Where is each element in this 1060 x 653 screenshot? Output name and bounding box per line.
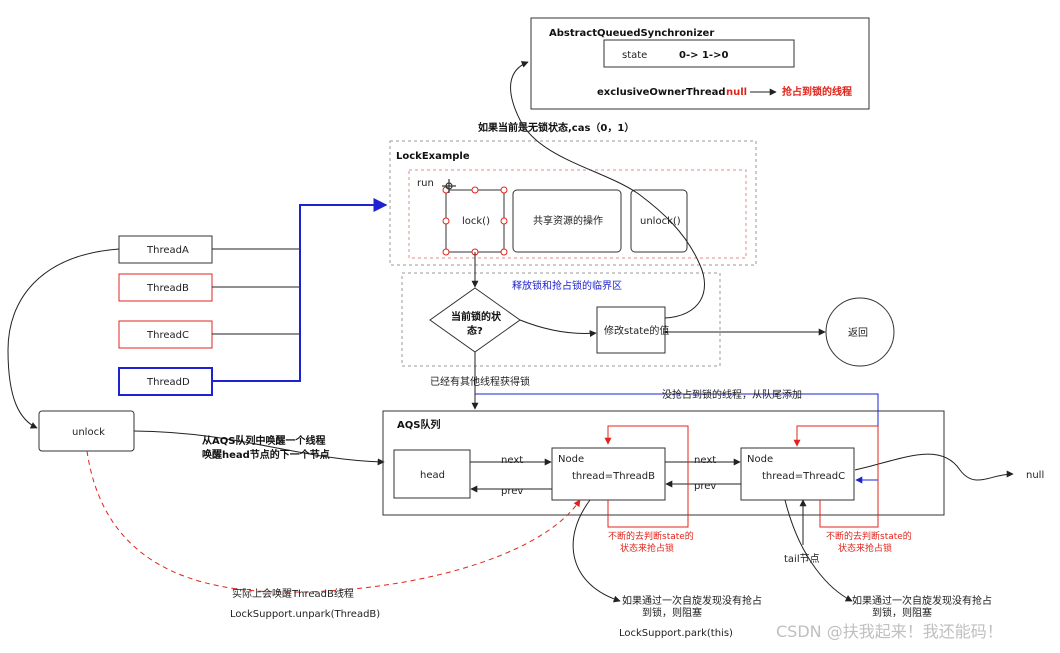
state-label: state xyxy=(622,50,647,61)
shared-resource-label: 共享资源的操作 xyxy=(533,214,603,227)
node-c-thread: thread=ThreadC xyxy=(762,471,845,482)
critical-zone-container xyxy=(401,272,721,367)
shared-resource-box xyxy=(512,189,622,253)
wake-threadb-curve xyxy=(86,450,581,593)
thread-c-label: ThreadC xyxy=(146,330,189,341)
thread-c-connector xyxy=(212,205,301,335)
block-note-b-line2: 到锁，则阻塞 xyxy=(642,606,702,619)
unlock-note-line2: 唤醒head节点的下一个节点 xyxy=(202,448,330,461)
watermark: CSDN @扶我起来！我还能码！ xyxy=(776,622,1003,641)
tail-add-note: 没抢占到锁的线程，从队尾添加 xyxy=(662,388,802,401)
block-note-c-line2: 到锁，则阻塞 xyxy=(872,606,932,619)
aqs-queue-title: AQS队列 xyxy=(397,418,440,431)
unlock-method-label: unlock() xyxy=(640,216,681,227)
state-value: 0-> 1->0 xyxy=(679,50,728,61)
lock-method-label: lock() xyxy=(462,216,490,227)
return-circle xyxy=(825,297,895,367)
modify-state-box xyxy=(596,306,666,354)
spin-note-b-line1: 不断的去判断state的 xyxy=(608,530,694,542)
head-node-box xyxy=(393,449,471,499)
node-c-box xyxy=(740,447,855,501)
thread-b-label: ThreadB xyxy=(146,283,189,294)
node-b-prev-label: prev xyxy=(501,486,523,497)
spin-note-c-line2: 状态来抢占锁 xyxy=(838,542,892,554)
thread-c-box xyxy=(118,320,213,349)
thread-a-connector xyxy=(212,205,301,250)
unlock-to-queue-arrow xyxy=(133,430,385,466)
owner-desc: 抢占到锁的线程 xyxy=(782,85,852,98)
block-note-c-line1: 如果通过一次自旋发现没有抢占 xyxy=(852,594,992,607)
selection-handle xyxy=(500,248,508,256)
lock-example-container xyxy=(389,140,757,266)
selection-handle xyxy=(442,248,450,256)
thread-d-connector xyxy=(212,198,388,382)
acquired-note: 已经有其他线程获得锁 xyxy=(430,375,530,388)
state-box xyxy=(603,39,795,68)
park-label: LockSupport.park(this) xyxy=(619,628,733,639)
thread-a-to-unlock-curve xyxy=(7,248,120,429)
cas-note: 如果当前是无锁状态,cas（0，1） xyxy=(478,121,634,134)
spin-note-c-line1: 不断的去判断state的 xyxy=(826,530,912,542)
node-b-title: Node xyxy=(558,454,584,465)
tail-label: tail节点 xyxy=(784,553,820,565)
node-c-prev-label: prev xyxy=(694,481,716,492)
node-b-next-label: next xyxy=(694,455,716,466)
head-node-label: head xyxy=(420,470,445,481)
wake-note: 实际上会唤醒ThreadB线程 xyxy=(232,587,354,600)
run-container xyxy=(408,169,747,259)
return-label: 返回 xyxy=(848,327,868,339)
to-null-arrow xyxy=(854,453,1014,481)
node-b-thread: thread=ThreadB xyxy=(572,471,655,482)
cas-curve-arrow xyxy=(510,61,705,319)
aqs-queue-container xyxy=(382,410,945,516)
decision-to-modify-arrow xyxy=(519,319,597,338)
thread-d-label: ThreadD xyxy=(146,377,190,388)
aqs-title: AbstractQueuedSynchronizer xyxy=(549,28,714,39)
block-curve-b xyxy=(572,499,621,603)
critical-zone-title: 释放锁和抢占锁的临界区 xyxy=(512,279,622,292)
unlock-note-line1: 从AQS队列中唤醒一个线程 xyxy=(202,434,325,447)
lock-example-title: LockExample xyxy=(396,151,470,162)
spin-loop-c xyxy=(793,425,879,528)
decision-text-line1: 当前锁的状 xyxy=(451,310,502,323)
selection-handle xyxy=(500,217,508,225)
unlock-method-box xyxy=(630,189,688,253)
thread-b-connector xyxy=(212,205,301,288)
spin-loop-b xyxy=(604,425,689,528)
thread-b-box xyxy=(118,273,213,302)
owner-value: null xyxy=(726,87,747,98)
node-c-title: Node xyxy=(747,454,773,465)
head-next-label: next xyxy=(501,455,523,466)
selection-handle xyxy=(442,217,450,225)
thread-d-box xyxy=(118,367,213,396)
unlock-box-label: unlock xyxy=(72,427,105,438)
selection-handle xyxy=(500,186,508,194)
move-cursor-icon xyxy=(442,179,456,193)
block-curve-c xyxy=(784,499,853,602)
owner-label: exclusiveOwnerThread xyxy=(597,87,726,98)
null-label: null xyxy=(1026,470,1044,481)
run-label: run xyxy=(417,178,434,189)
modify-state-label: 修改state的值 xyxy=(604,324,669,337)
selection-handle xyxy=(471,186,479,194)
thread-a-label: ThreadA xyxy=(146,245,189,256)
thread-a-box xyxy=(118,235,213,264)
unpark-label: LockSupport.unpark(ThreadB) xyxy=(230,609,380,620)
spin-note-b-line2: 状态来抢占锁 xyxy=(620,542,674,554)
block-note-b-line1: 如果通过一次自旋发现没有抢占 xyxy=(622,594,762,607)
decision-text-line2: 态? xyxy=(467,324,483,337)
